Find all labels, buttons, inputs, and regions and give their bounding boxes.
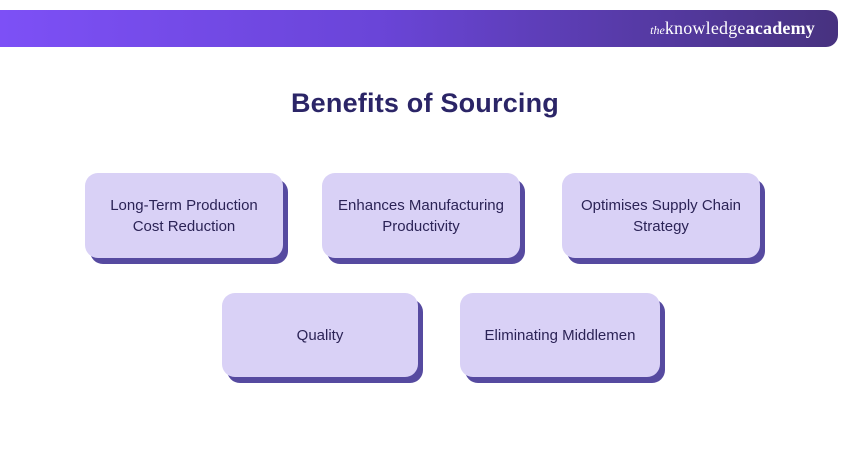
logo-word-knowledge: knowledge	[664, 18, 746, 38]
benefit-card-quality: Quality	[222, 293, 418, 377]
benefit-card-label: Quality	[296, 326, 344, 344]
benefit-card-label: Eliminating Middlemen	[484, 326, 636, 344]
page-title: Benefits of Sourcing	[290, 88, 559, 118]
benefit-card-label: Optimises Supply Chain Strategy	[580, 196, 742, 235]
benefit-card-label: Enhances Manufacturing Productivity	[338, 196, 504, 235]
benefit-card-supply-chain-strategy: Optimises Supply Chain Strategy	[562, 173, 760, 258]
benefit-card-eliminating-middlemen: Eliminating Middlemen	[460, 293, 660, 377]
logo-word-academy: academy	[745, 18, 815, 38]
knowledge-academy-logo: theknowledgeacademy	[650, 19, 815, 38]
header-bar: theknowledgeacademy	[0, 10, 838, 47]
benefit-card-label: Long-Term Production Cost Reduction	[110, 196, 258, 235]
logo-prefix: the	[650, 23, 665, 37]
benefit-card-manufacturing-productivity: Enhances Manufacturing Productivity	[322, 173, 520, 258]
benefit-card-cost-reduction: Long-Term Production Cost Reduction	[85, 173, 283, 258]
